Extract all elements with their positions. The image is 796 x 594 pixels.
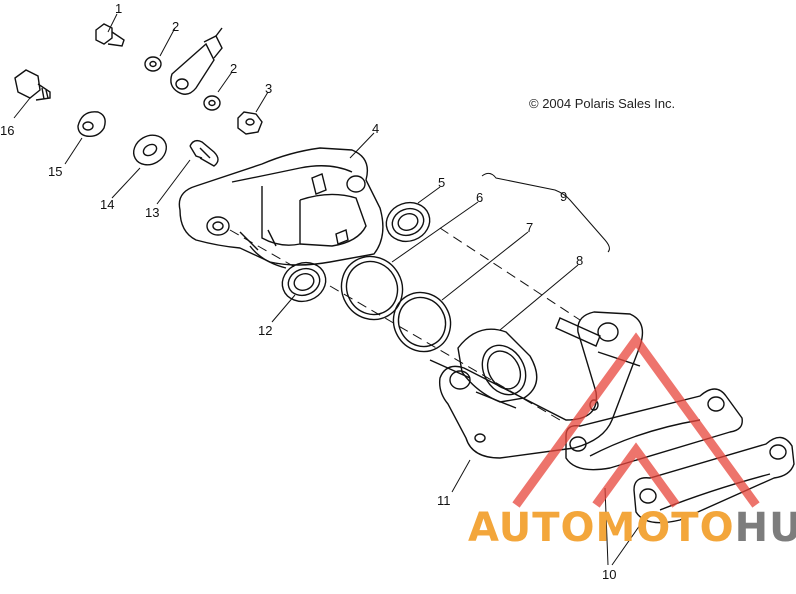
callout-12: 12 — [258, 323, 273, 338]
part-14-washer — [132, 134, 168, 166]
part-1-bolt — [95, 23, 125, 47]
leader-lines — [13, 13, 641, 566]
part-5-seal — [385, 201, 431, 243]
callout-10: 10 — [602, 567, 617, 582]
banjo-fitting — [170, 27, 223, 95]
part-15-spacer — [77, 111, 106, 138]
part-3-bleeder — [237, 111, 263, 135]
callout-9: 9 — [560, 189, 568, 204]
callout-2b: 2 — [230, 61, 238, 76]
part-8-piston — [457, 328, 538, 403]
watermark-text-primary: AUTOMOTO — [468, 505, 735, 551]
part-16-bolt — [14, 69, 51, 101]
part-2-washer-upper — [144, 56, 162, 72]
callout-8: 8 — [576, 253, 584, 268]
assembly-axes — [229, 227, 581, 421]
part-11-bracket — [429, 311, 644, 459]
watermark-text-secondary: HUB — [734, 505, 796, 551]
callout-2a: 2 — [172, 19, 180, 34]
callout-13: 13 — [145, 205, 160, 220]
callout-3: 3 — [265, 81, 273, 96]
kit-bracket — [481, 172, 610, 253]
callout-15: 15 — [48, 164, 63, 179]
part-10-brake-pad-lower — [633, 436, 795, 524]
part-2-washer-lower — [203, 95, 221, 111]
callout-1: 1 — [115, 1, 123, 16]
part-6-seal-ring — [340, 255, 404, 321]
callout-14: 14 — [100, 197, 115, 212]
part-13-pin — [189, 139, 219, 167]
callout-11: 11 — [437, 493, 451, 508]
copyright-notice: © 2004 Polaris Sales Inc. — [529, 96, 676, 111]
callout-5: 5 — [438, 175, 446, 190]
watermark-logo — [512, 332, 760, 508]
callout-4: 4 — [372, 121, 380, 136]
part-7-seal-ring — [392, 291, 452, 353]
callout-7: 7 — [526, 220, 534, 235]
callout-16: 16 — [0, 123, 15, 138]
callout-6: 6 — [476, 190, 484, 205]
part-4-caliper-body — [178, 147, 384, 269]
watermark-text: AUTOMOTOHUB — [468, 505, 796, 551]
